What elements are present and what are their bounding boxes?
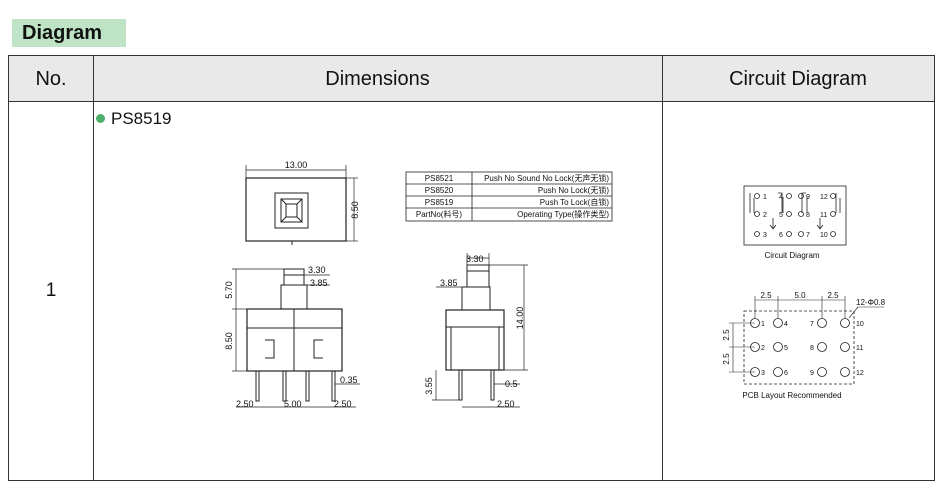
pin-label: 7 — [806, 232, 810, 239]
pin-label: 10 — [820, 232, 828, 239]
side-dim-05: 0.5 — [505, 379, 518, 389]
pcb-caption: PCB Layout Recommended — [742, 391, 841, 400]
pcb-pin-label: 12 — [856, 370, 864, 377]
pin-label: 9 — [806, 194, 810, 201]
pcb-pin-label: 1 — [761, 321, 765, 328]
spec-table: No. Dimensions Circuit Diagram 1 — [8, 55, 935, 481]
dim-top-height: 8.50 — [350, 201, 360, 219]
pcb-pin-label: 5 — [784, 345, 788, 352]
front-view-drawing — [232, 268, 360, 408]
model-label: PS8519 — [96, 109, 172, 129]
pcb-dim: 2.5 — [827, 291, 839, 300]
circuit-caption: Circuit Diagram — [764, 251, 819, 260]
pcb-pin-label: 4 — [784, 321, 788, 328]
pcb-dim: 2.5 — [722, 353, 731, 365]
side-dim-330: 3.30 — [466, 254, 484, 264]
dim-570: 5.70 — [224, 281, 234, 299]
type-part: PS8520 — [425, 186, 454, 195]
pcb-dim: 2.5 — [722, 329, 731, 341]
dim-500: 5.00 — [284, 399, 302, 409]
pcb-pin-label: 10 — [856, 321, 864, 328]
header-dimensions: Dimensions — [93, 56, 662, 102]
row-number: 1 — [45, 280, 57, 301]
column-divider — [662, 56, 663, 480]
dim-top-width: 13.00 — [285, 160, 308, 170]
model-name: PS8519 — [111, 109, 172, 128]
pcb-pin-label: 9 — [810, 370, 814, 377]
type-part: PS8521 — [425, 174, 454, 183]
pcb-dim: 2.5 — [760, 291, 772, 300]
dim-250-right: 2.50 — [334, 399, 352, 409]
pcb-layout — [729, 296, 884, 385]
pin-label: 5 — [779, 212, 783, 219]
pin-label: 2 — [763, 212, 767, 219]
pin-label: 4 — [779, 194, 783, 201]
pcb-hole-spec: 12-Φ0.8 — [856, 298, 886, 307]
header-circuit: Circuit Diagram — [662, 56, 934, 102]
type-desc: Push No Lock(无锁) — [538, 185, 609, 195]
pcb-pin-label: 6 — [784, 370, 788, 377]
pcb-pin-label: 8 — [810, 345, 814, 352]
pin-label: 11 — [820, 212, 827, 219]
dim-850: 8.50 — [224, 332, 234, 350]
top-view-drawing — [245, 165, 358, 245]
side-view-drawing — [432, 253, 528, 408]
pin-label: 1 — [763, 194, 767, 201]
side-dim-250: 2.50 — [497, 399, 515, 409]
type-desc: Push To Lock(自锁) — [540, 197, 610, 207]
pcb-pin-label: 3 — [761, 370, 765, 377]
column-divider — [93, 56, 94, 480]
dim-035: 0.35 — [340, 375, 358, 385]
side-dim-385: 3.85 — [440, 278, 458, 288]
type-desc: Operating Type(操作类型) — [517, 209, 609, 219]
header-no: No. — [9, 56, 93, 102]
pcb-pin-label: 7 — [810, 321, 814, 328]
pin-label: 12 — [820, 194, 828, 201]
section-title: Diagram — [12, 19, 126, 47]
dim-250-left: 2.50 — [236, 399, 254, 409]
pin-label: 6 — [779, 232, 783, 239]
circuit-schematic — [743, 185, 847, 246]
pcb-dim: 5.0 — [794, 291, 806, 300]
side-dim-1400: 14.00 — [515, 307, 525, 330]
pin-label: 8 — [806, 212, 810, 219]
type-part: PartNo(料号) — [416, 209, 463, 219]
operating-type-table — [405, 171, 613, 222]
pin-label: 3 — [763, 232, 767, 239]
dim-330: 3.30 — [308, 265, 326, 275]
pcb-pin-label: 2 — [761, 345, 765, 352]
type-part: PS8519 — [425, 198, 454, 207]
dim-385: 3.85 — [310, 278, 328, 288]
side-dim-355: 3.55 — [424, 377, 434, 395]
pcb-pin-label: 11 — [856, 345, 863, 352]
type-desc: Push No Sound No Lock(无声无锁) — [484, 173, 609, 183]
bullet-icon — [96, 114, 105, 123]
